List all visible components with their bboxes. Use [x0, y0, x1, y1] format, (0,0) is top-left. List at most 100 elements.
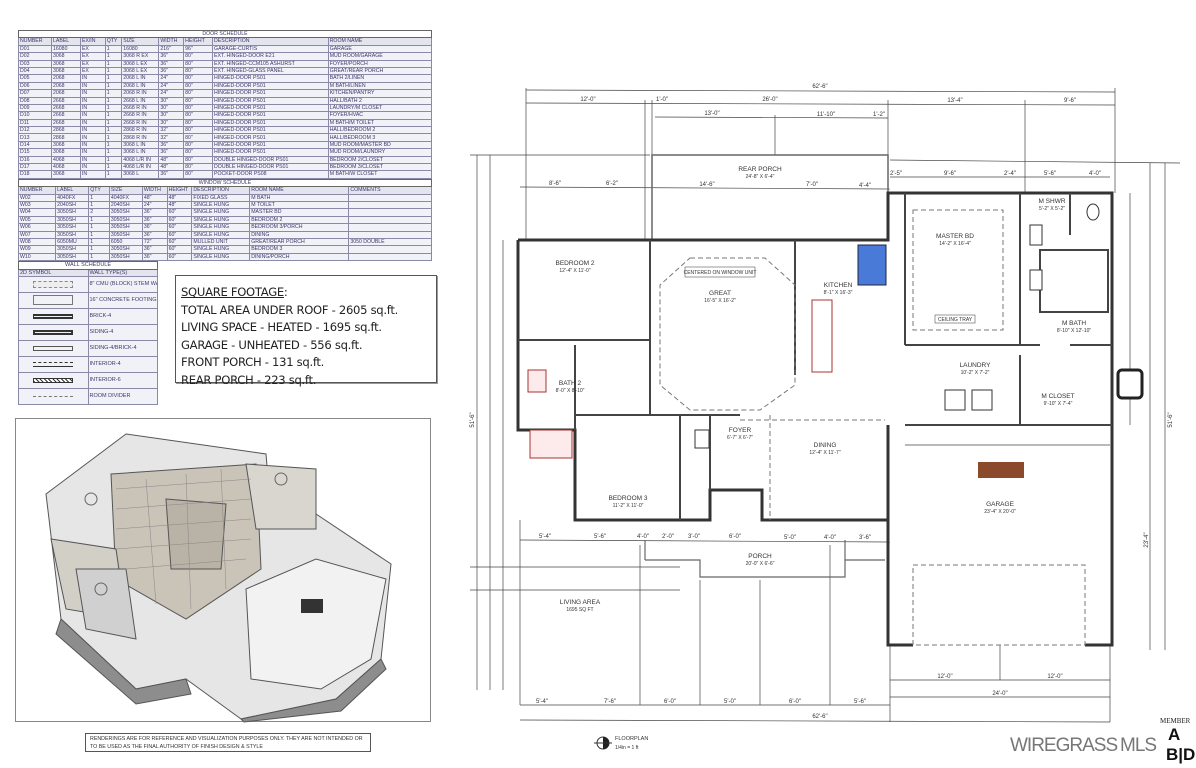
column-header: WALL TYPE(S) [87, 268, 158, 277]
schedule-cell: 3050SH [55, 252, 90, 262]
rendering-disclaimer: RENDERINGS ARE FOR REFERENCE AND VISUALI… [85, 733, 371, 752]
room-bedroom-3-dims: 11'-2" X 11'-0" [613, 503, 644, 509]
wall-type-label: 16" CONCRETE FOOTING [87, 291, 158, 309]
dryer-icon [971, 389, 993, 411]
room-bedroom-3: BEDROOM 3 [608, 495, 647, 502]
room-m-bath: M BATH [1062, 320, 1086, 327]
sqft-total: TOTAL AREA UNDER ROOF - 2605 sq.ft. [181, 302, 398, 317]
room-rear-porch-dims: 24'-8" X 6'-4" [746, 174, 775, 180]
schedule-cell: 3050SH [108, 252, 143, 262]
dim-front: 5'-4" [539, 534, 551, 540]
logo-letters-bd: B|D [1166, 745, 1196, 764]
sqft-front-porch: FRONT PORCH - 131 sq.ft. [181, 355, 325, 369]
washer-icon [944, 389, 966, 411]
room-master-bd: MASTER BD [936, 233, 974, 240]
room-master-bd-dims: 14'-2" X 16'-4" [939, 241, 971, 247]
room-m-shwr: M SHWR [1038, 198, 1065, 205]
schedule-cell: DINING/PORCH [249, 252, 350, 262]
dim-front: 4'-0" [637, 534, 649, 540]
living-area-sqft: 1695 SQ FT [566, 607, 593, 613]
sqft-rear-porch: REAR PORCH - 223 sq.ft. [181, 372, 317, 387]
schedule-cell: M BATH/W CLOSET [327, 170, 433, 179]
logo-letters: A [1168, 725, 1181, 744]
room-m-closet: M CLOSET [1041, 393, 1074, 400]
3d-rendering [15, 418, 431, 723]
dim-master: 9'-6" [944, 171, 956, 177]
room-bedroom-2-dims: 12'-4" X 11'-0" [559, 268, 590, 274]
pantry-shelving-icon [857, 244, 887, 286]
wall-type-row: 16" CONCRETE FOOTING [18, 291, 158, 309]
dim-front: 5'-6" [594, 534, 606, 540]
wall-type-label: INTERIOR-6 [87, 371, 158, 389]
room-great-dims: 16'-5" X 16'-2" [704, 298, 736, 304]
dim-top: 9'-6" [1064, 98, 1076, 104]
logo-brand: WIREGRASS [1010, 735, 1118, 756]
dim-garage: 12'-0" [1047, 674, 1062, 680]
vanity-sink-icon [527, 369, 547, 393]
wall-type-row: INTERIOR-6 [18, 371, 158, 389]
master-ceiling-note: CEILING TRAY [938, 317, 973, 323]
dim-front: 3'-6" [859, 535, 871, 541]
room-foyer: FOYER [729, 427, 752, 434]
room-bedroom-2: BEDROOM 2 [555, 260, 594, 267]
dim-bottom: 5'-0" [724, 699, 736, 705]
dim-front: 5'-0" [784, 535, 796, 541]
attic-stairs-icon [978, 462, 1024, 478]
bathtub-icon [529, 429, 573, 459]
dim-rear: 14'-6" [699, 182, 714, 188]
dim-garage: 12'-0" [937, 674, 952, 680]
room-dining-dims: 12'-4" X 11'-7" [809, 450, 840, 456]
room-bath-2-dims: 8'-0" X 8'-10" [556, 388, 585, 394]
dim-front: 2'-0" [662, 534, 674, 540]
wall-type-row: 8" CMU (BLOCK) STEM WALL [18, 275, 158, 293]
room-rear-porch: REAR PORCH [738, 166, 782, 173]
schedule-cell: W10 [17, 252, 57, 262]
ceiling-fan-icon [84, 492, 98, 506]
siding-wall-symbol-icon [33, 329, 74, 335]
toilet-icon [1086, 203, 1100, 221]
room-m-bath-dims: 8'-10" X 12'-10" [1057, 328, 1092, 334]
dashed-features [659, 209, 1086, 646]
room-foyer-dims: 6'-7" X 6'-7" [727, 435, 753, 441]
room-garage: GARAGE [986, 501, 1014, 508]
floorplan-title: FLOORPLAN [615, 736, 648, 742]
wall-type-label: BRICK-4 [87, 307, 158, 325]
dim-top: 26'-0" [762, 97, 777, 103]
hvac-closet-icon [694, 429, 710, 449]
sqft-garage: GARAGE - UNHEATED - 556 sq.ft. [181, 337, 363, 352]
ceiling-fan-icon [274, 472, 288, 486]
dim-bottom: 6'-0" [664, 699, 676, 705]
wall-symbol-cell [18, 275, 89, 293]
cmu-wall-symbol-icon [33, 280, 74, 288]
wall-symbol-cell [18, 387, 89, 405]
dim-top2: 11'-10" [817, 112, 835, 118]
dim-top: 12'-0" [580, 97, 595, 103]
room-laundry-dims: 10'-2" X 7'-2" [961, 370, 990, 376]
square-footage-box: SQUARE FOOTAGE: TOTAL AREA UNDER ROOF - … [175, 275, 437, 387]
schedule-cell: 3068 [51, 170, 81, 179]
living-area-label: LIVING AREA [560, 599, 601, 606]
wall-symbol-cell [18, 307, 89, 325]
room-bath-2: BATH 2 [559, 380, 582, 387]
wiregrass-mls-logo: MEMBER WIREGRASS MLS A B|D [1010, 717, 1196, 768]
logo-mls: MLS [1120, 735, 1157, 756]
dim-master: 5'-6" [1044, 171, 1056, 177]
dim-garage-total: 24'-0" [992, 691, 1007, 697]
isometric-rendering-image [45, 433, 392, 723]
dim-bottom: 5'-6" [854, 699, 866, 705]
dim-garage-depth: 23'-4" [1144, 532, 1150, 547]
dim-front: 3'-0" [688, 534, 700, 540]
square-footage-heading: SQUARE FOOTAGE [181, 285, 284, 299]
dim-master: 2'-5" [890, 171, 902, 177]
wall-type-row: INTERIOR-4 [18, 355, 158, 373]
footing-wall-symbol-icon [33, 295, 74, 306]
room-m-closet-dims: 9'-10" X 7'-4" [1044, 401, 1073, 407]
